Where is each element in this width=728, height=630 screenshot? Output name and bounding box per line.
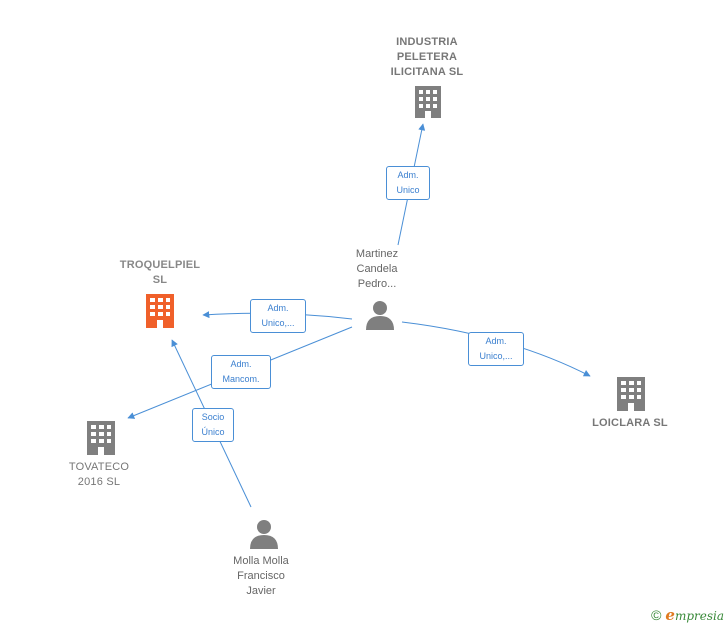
node-label-tovateco[interactable]: TOVATECO 2016 SL [68, 461, 130, 488]
node-label-industria[interactable]: INDUSTRIA PELETERA ILICITANA SL [390, 36, 464, 78]
copyright-icon: © [651, 607, 662, 623]
brand-name: mpresia [674, 609, 724, 623]
edge-label-martinez-industria[interactable]: Adm. Unico [386, 166, 430, 200]
node-label-loiclara[interactable]: LOICLARA SL [592, 417, 668, 429]
edge-label-molla-troquelpiel[interactable]: Socio Único [192, 408, 234, 442]
node-label-martinez[interactable]: Martinez Candela Pedro... [355, 248, 399, 290]
building-icon[interactable] [87, 421, 115, 455]
edge-label-martinez-loiclara[interactable]: Adm. Unico,... [468, 332, 524, 366]
building-icon[interactable] [415, 86, 441, 118]
brand-initial: e [665, 606, 675, 624]
building-icon-highlighted[interactable] [146, 294, 174, 328]
node-label-molla[interactable]: Molla Molla Francisco Javier [233, 555, 289, 597]
edge-label-martinez-troquelpiel[interactable]: Adm. Unico,... [250, 299, 306, 333]
building-icon[interactable] [617, 377, 645, 411]
person-icon[interactable] [250, 520, 278, 549]
person-icon[interactable] [366, 301, 394, 330]
edge-label-martinez-tovateco[interactable]: Adm. Mancom. [211, 355, 271, 389]
empresia-logo: empresia [665, 606, 724, 624]
empresia-brand[interactable]: © empresia [651, 606, 724, 624]
node-label-troquelpiel[interactable]: TROQUELPIEL SL [119, 259, 201, 286]
